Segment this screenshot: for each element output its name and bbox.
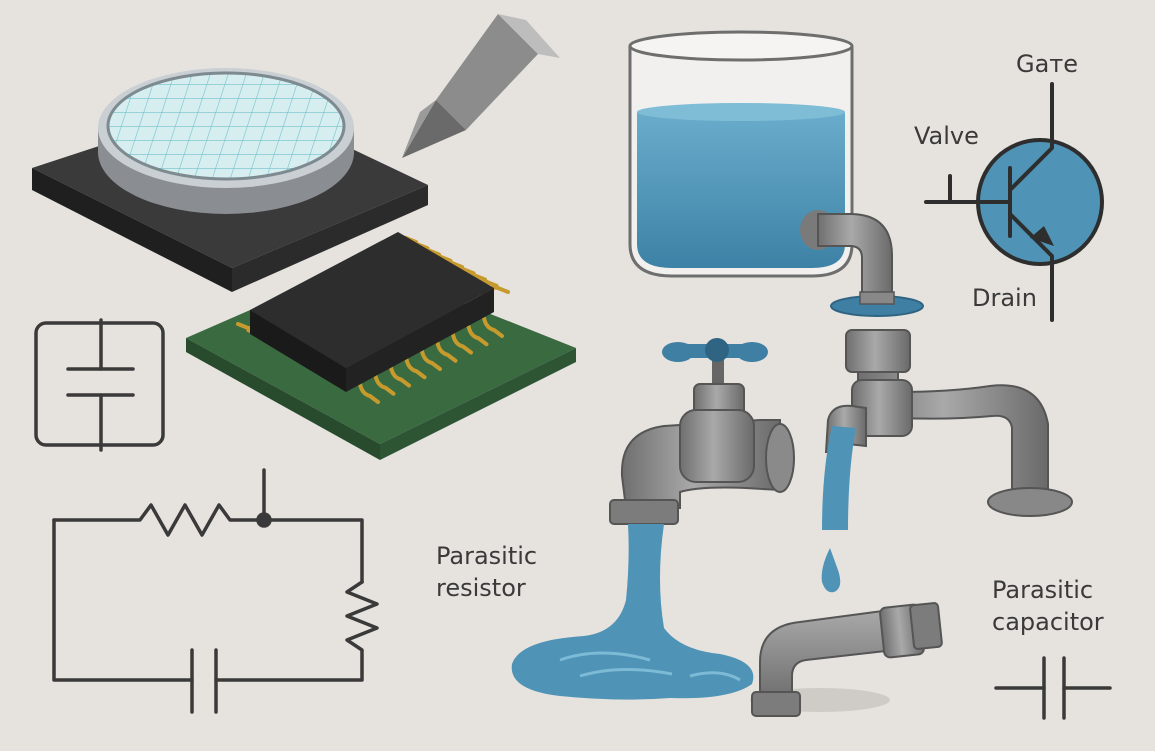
valve-label: Valve xyxy=(914,122,979,150)
rc-circuit-diagram xyxy=(54,470,377,712)
probe-tool xyxy=(402,14,560,158)
parasitic-resistor-label-line2: resistor xyxy=(436,574,526,602)
leaking-tap xyxy=(610,338,794,524)
capacitor-symbol-box xyxy=(36,320,163,450)
drain-label: Drain xyxy=(972,284,1037,312)
capped-pipe xyxy=(750,603,942,716)
water-puddle xyxy=(512,524,754,700)
parasitic-capacitor-label-line2: capacitor xyxy=(992,608,1104,636)
main-valve-tap xyxy=(826,330,1072,516)
parasitic-capacitor-label-line1: Parasitic xyxy=(992,576,1093,604)
gate-label: Gaтe xyxy=(1016,50,1078,78)
parasitic-resistor-label-line1: Parasitic xyxy=(436,542,537,570)
parasitic-capacitor-symbol xyxy=(996,658,1110,718)
